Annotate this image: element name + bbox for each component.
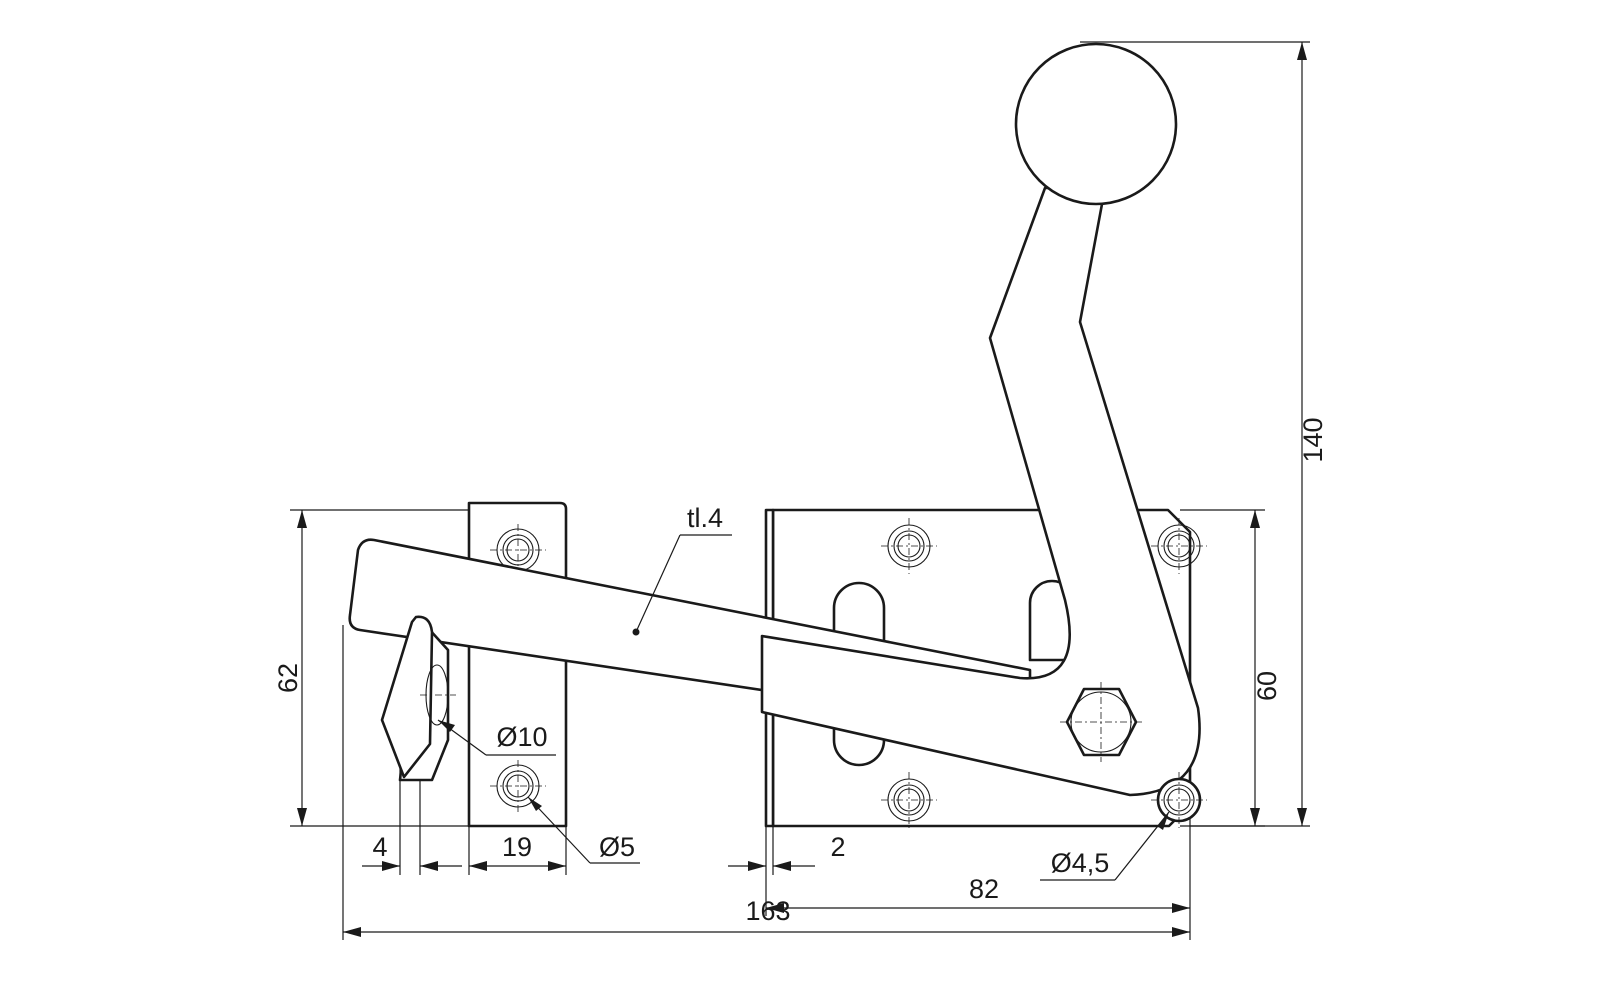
- dimension-pin-width: 4: [362, 832, 462, 871]
- latch-pin-head: [380, 615, 434, 779]
- lever-arm: [760, 42, 1201, 797]
- dim-2-label: 2: [830, 832, 845, 862]
- dim-19-label: 19: [502, 832, 532, 862]
- dim-62-label: 62: [273, 663, 303, 693]
- dimension-plate-width: 82: [766, 874, 1190, 913]
- dimension-plate-height: 60: [1250, 510, 1282, 826]
- plate-hole-label: Ø4,5: [1051, 848, 1110, 878]
- callout-thickness: tl.4: [632, 503, 732, 636]
- callout-plate-hole: Ø4,5: [1040, 811, 1170, 881]
- strip-hole-label: Ø5: [599, 832, 635, 862]
- lever-knob: [1014, 42, 1178, 206]
- thickness-label: tl.4: [687, 503, 723, 533]
- dimension-total-width: 163: [343, 896, 1190, 937]
- plate-hole-top-right: [1151, 518, 1207, 574]
- dim-140-label: 140: [1298, 417, 1328, 462]
- dim-4-label: 4: [372, 832, 387, 862]
- dimension-left-height: 62: [273, 510, 307, 826]
- plate-hole-bottom-left: [881, 772, 937, 828]
- callout-pin-hole: Ø10: [437, 719, 556, 756]
- pin-hole-label: Ø10: [496, 722, 547, 752]
- dimension-plate-gap: 2: [728, 832, 846, 871]
- keeper-strip-body: [467, 501, 568, 828]
- plate-hole-top-left: [881, 518, 937, 574]
- keeper-strip: [467, 501, 568, 828]
- plate-hole-bottom-right: [1151, 772, 1207, 828]
- dimension-total-height: 140: [1297, 42, 1328, 826]
- dim-60-label: 60: [1252, 671, 1282, 701]
- callout-strip-hole: Ø5: [527, 796, 640, 864]
- lever-arm-body: [760, 186, 1201, 797]
- latch-pin: [380, 615, 456, 782]
- dimension-strip-width: 19: [469, 832, 566, 871]
- dim-82-label: 82: [969, 874, 999, 904]
